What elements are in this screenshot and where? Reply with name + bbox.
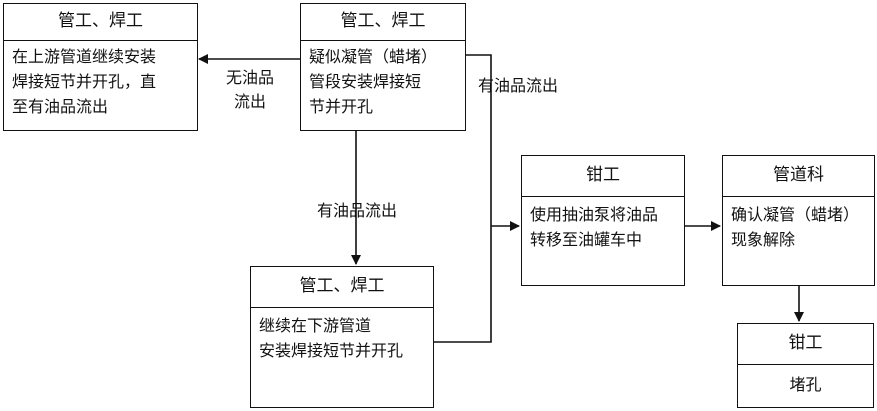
node-pump-header: 钳工 [522, 156, 684, 197]
node-pump-transfer: 钳工 使用抽油泵将油品 转移至油罐车中 [521, 155, 685, 286]
node-upstream-header: 管工、焊工 [4, 4, 197, 41]
connector-suspected-to-bus [465, 54, 492, 226]
node-confirm-body: 确认凝管（蜡堵） 现象解除 [731, 205, 860, 249]
node-confirm-header: 管道科 [723, 156, 874, 197]
node-plug-body: 堵孔 [789, 375, 822, 394]
node-downstream-body: 继续在下游管道 安装焊接短节并开孔 [259, 316, 404, 360]
node-upstream-body: 在上游管道继续安装 焊接短节并开孔，直 至有油品流出 [12, 47, 157, 116]
node-plug-header: 钳工 [738, 324, 873, 365]
node-pump-body: 使用抽油泵将油品 转移至油罐车中 [530, 205, 659, 249]
node-downstream-header: 管工、焊工 [251, 267, 433, 308]
node-downstream-pipeline: 管工、焊工 继续在下游管道 安装焊接短节并开孔 [250, 266, 434, 408]
connector-downstream-to-bus [433, 226, 492, 343]
node-suspected-body: 疑似凝管（蜡堵） 管段安装焊接短 节并开孔 [309, 47, 438, 116]
node-confirm-cleared: 管道科 确认凝管（蜡堵） 现象解除 [722, 155, 875, 286]
node-plug-hole: 钳工 堵孔 [737, 323, 874, 408]
node-upstream-pipeline: 管工、焊工 在上游管道继续安装 焊接短节并开孔，直 至有油品流出 [3, 3, 198, 131]
edge-label-no-oil: 无油品 流出 [225, 68, 274, 111]
edge-label-oil-down: 有油品流出 [316, 201, 397, 220]
node-suspected-header: 管工、焊工 [301, 4, 465, 41]
node-suspected-segment: 管工、焊工 疑似凝管（蜡堵） 管段安装焊接短 节并开孔 [300, 3, 466, 131]
edge-label-oil-right: 有油品流出 [478, 76, 559, 95]
